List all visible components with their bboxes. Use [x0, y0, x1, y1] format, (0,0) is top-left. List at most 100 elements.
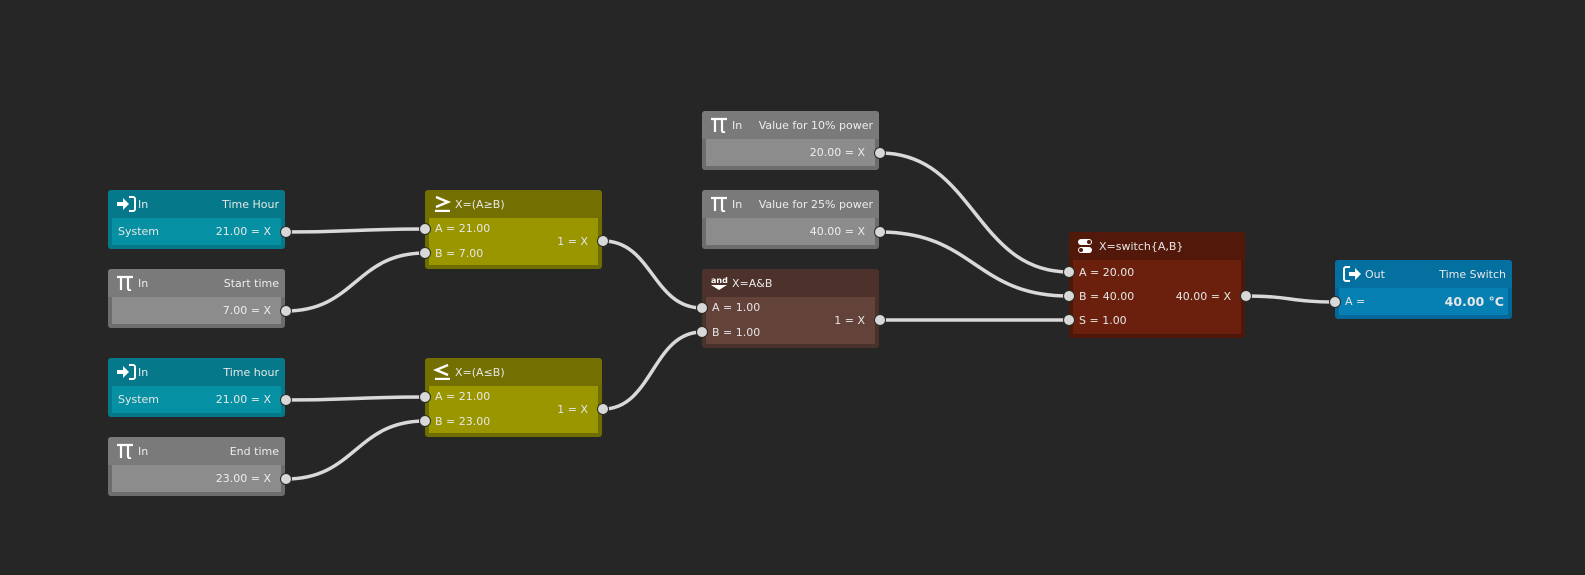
node-body: A = 1.00 B = 1.00 1 = X: [706, 297, 875, 344]
node-body: A = 40.00 °C: [1339, 288, 1508, 315]
wire-switch-to-time-switch-output[interactable]: [1245, 294, 1336, 304]
wire-time-hour-input-2-to-less-equal-compare[interactable]: [285, 395, 426, 402]
node-time-hour-input[interactable]: In Time Hour System 21.00 = X: [108, 190, 292, 249]
node-header[interactable]: Out Time Switch: [1335, 260, 1512, 288]
node-greater-equal-compare[interactable]: X=(A≥B) A = 21.00 B = 7.00 1 = X: [419, 190, 609, 269]
output-value: 1 = X: [557, 235, 588, 248]
node-header[interactable]: X=(A≤B): [425, 358, 602, 386]
node-header[interactable]: and X=A&B: [702, 269, 879, 297]
node-less-equal-compare[interactable]: X=(A≤B) A = 21.00 B = 23.00 1 = X: [419, 358, 609, 437]
output-value: 40.00 = X: [809, 225, 865, 238]
node-kind-label: In: [732, 119, 743, 132]
and-gate-icon: and: [711, 276, 728, 290]
output-port[interactable]: [597, 235, 609, 247]
node-kind-label: In: [138, 198, 149, 211]
node-value-25-percent-constant[interactable]: In Value for 25% power 40.00 = X: [702, 190, 886, 249]
input-port-b[interactable]: [419, 415, 431, 427]
input-port-b[interactable]: [1063, 290, 1075, 302]
node-header[interactable]: X=switch{A,B}: [1069, 232, 1245, 260]
output-port[interactable]: [874, 226, 886, 238]
output-port[interactable]: [597, 403, 609, 415]
node-end-time-constant[interactable]: In End time 23.00 = X: [108, 437, 292, 496]
wire-value-10-percent-constant-to-switch[interactable]: [879, 151, 1070, 274]
wire-end-time-constant-to-less-equal-compare[interactable]: [285, 419, 426, 481]
input-a-label: A = 1.00: [712, 301, 761, 314]
node-header[interactable]: In Value for 25% power: [702, 190, 879, 218]
wire-time-hour-input-to-greater-equal-compare[interactable]: [285, 227, 426, 234]
output-value: 40.00 = X: [1175, 290, 1231, 303]
wire-start-time-constant-to-greater-equal-compare[interactable]: [285, 251, 426, 313]
node-value-10-percent-constant[interactable]: In Value for 10% power 20.00 = X: [702, 111, 886, 170]
input-a-label: A =: [1345, 295, 1366, 308]
node-and-gate[interactable]: and X=A&B A = 1.00 B = 1.00 1 = X: [696, 269, 886, 348]
node-formula: X=switch{A,B}: [1099, 240, 1184, 253]
input-s-label: S = 1.00: [1079, 314, 1127, 327]
input-port-s[interactable]: [1063, 314, 1075, 326]
input-port-a[interactable]: [419, 223, 431, 235]
node-formula: X=A&B: [732, 277, 773, 290]
input-a-label: A = 21.00: [435, 222, 491, 235]
node-header[interactable]: In Time Hour: [108, 190, 285, 218]
input-port-b[interactable]: [696, 326, 708, 338]
output-value: 7.00 = X: [222, 304, 271, 317]
output-port[interactable]: [1240, 290, 1252, 302]
pi-icon: [711, 117, 727, 133]
node-body: System 21.00 = X: [112, 218, 281, 245]
node-kind-label: Out: [1365, 268, 1385, 281]
output-port[interactable]: [874, 314, 886, 326]
node-title: Time Hour: [222, 198, 279, 211]
login-arrow-icon: [117, 364, 136, 380]
node-body: 20.00 = X: [706, 139, 875, 166]
node-start-time-constant[interactable]: In Start time 7.00 = X: [108, 269, 292, 328]
input-b-label: B = 40.00: [1079, 290, 1135, 303]
login-arrow-icon: [117, 196, 136, 212]
source-label: System: [118, 225, 160, 238]
node-header[interactable]: In Start time: [108, 269, 285, 297]
node-title: Time Switch: [1439, 268, 1506, 281]
node-body: 40.00 = X: [706, 218, 875, 245]
output-display-value: 40.00 °C: [1444, 294, 1504, 309]
input-port-a[interactable]: [1329, 296, 1341, 308]
output-value: 23.00 = X: [215, 472, 271, 485]
node-formula: X=(A≥B): [455, 198, 505, 211]
wire-value-25-percent-constant-to-switch[interactable]: [879, 230, 1070, 298]
node-body: A = 21.00 B = 23.00 1 = X: [429, 386, 598, 433]
node-title: Start time: [223, 277, 279, 290]
node-switch[interactable]: X=switch{A,B} A = 20.00 B = 40.00 S = 1.…: [1063, 232, 1252, 338]
node-header[interactable]: In Time hour: [108, 358, 285, 386]
node-body: 7.00 = X: [112, 297, 281, 324]
node-body: A = 21.00 B = 7.00 1 = X: [429, 218, 598, 265]
node-header[interactable]: X=(A≥B): [425, 190, 602, 218]
wire-less-equal-compare-to-and-gate[interactable]: [602, 330, 703, 411]
node-kind-label: In: [138, 445, 149, 458]
node-title: Value for 25% power: [758, 198, 873, 211]
output-port[interactable]: [280, 305, 292, 317]
input-port-a[interactable]: [419, 391, 431, 403]
node-kind-label: In: [732, 198, 743, 211]
output-port[interactable]: [280, 226, 292, 238]
pi-icon: [117, 275, 133, 291]
input-b-label: B = 1.00: [712, 326, 761, 339]
svg-text:and: and: [711, 276, 728, 285]
source-label: System: [118, 393, 160, 406]
output-value: 20.00 = X: [809, 146, 865, 159]
input-port-b[interactable]: [419, 247, 431, 259]
node-title: Value for 10% power: [758, 119, 873, 132]
output-port[interactable]: [280, 473, 292, 485]
output-port[interactable]: [280, 394, 292, 406]
logout-arrow-icon: [1343, 266, 1361, 282]
node-header[interactable]: In Value for 10% power: [702, 111, 879, 139]
input-a-label: A = 21.00: [435, 390, 491, 403]
node-title: Time hour: [223, 366, 279, 379]
input-port-a[interactable]: [1063, 266, 1075, 278]
node-time-hour-input-2[interactable]: In Time hour System 21.00 = X: [108, 358, 292, 417]
node-title: End time: [229, 445, 279, 458]
node-header[interactable]: In End time: [108, 437, 285, 465]
node-kind-label: In: [138, 277, 149, 290]
input-b-label: B = 7.00: [435, 247, 484, 260]
output-port[interactable]: [874, 147, 886, 159]
input-port-a[interactable]: [696, 302, 708, 314]
node-time-switch-output[interactable]: Out Time Switch A = 40.00 °C: [1329, 260, 1512, 319]
wire-greater-equal-compare-to-and-gate[interactable]: [602, 239, 703, 310]
node-body: System 21.00 = X: [112, 386, 281, 413]
